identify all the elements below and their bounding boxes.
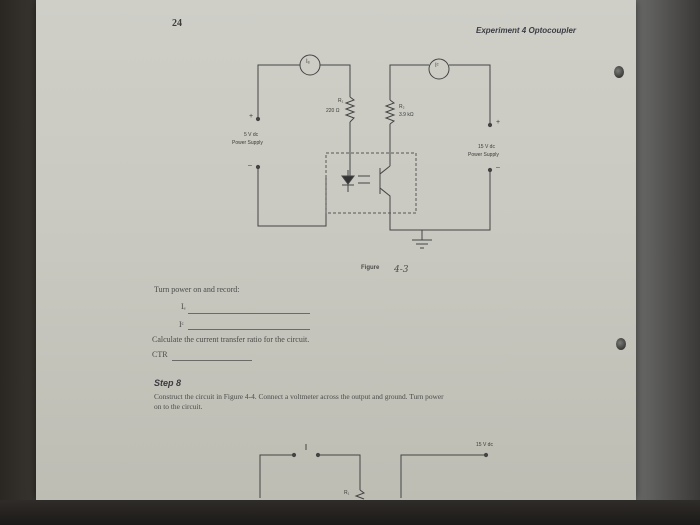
meter-input-current xyxy=(299,54,321,76)
figure-label: Figure xyxy=(361,265,380,271)
meter1-label: Iₑ xyxy=(306,59,310,65)
bottom-supply-voltage: 15 V dc xyxy=(476,442,493,448)
ic-answer-line[interactable] xyxy=(188,329,310,330)
ctr-instruction: Calculate the current transfer ratio for… xyxy=(152,335,310,344)
left-supply-voltage: 5 V dc xyxy=(244,132,259,138)
page-number: 24 xyxy=(172,18,182,29)
wire-right-top xyxy=(389,64,429,100)
optocoupler-package xyxy=(325,152,417,214)
if-label: Iₑ xyxy=(181,302,186,311)
bottom-r1-label: R₁ xyxy=(344,490,350,496)
bottom-resistor xyxy=(354,489,366,500)
r1-label: R₁ xyxy=(338,98,344,104)
desk-background-right xyxy=(630,0,700,525)
left-plus: + xyxy=(249,113,254,120)
wire-right-top2 xyxy=(449,64,491,125)
bottom-terminal-3 xyxy=(483,452,489,458)
binder-hole-middle xyxy=(616,338,626,350)
wire-left-top xyxy=(257,64,300,118)
desk-edge xyxy=(0,500,700,525)
terminal-right-bottom xyxy=(487,167,493,173)
bottom-terminal-2 xyxy=(315,452,321,458)
wire-left-bottom xyxy=(257,168,327,227)
right-plus: + xyxy=(496,119,501,126)
binder-hole-top xyxy=(614,66,624,78)
r2-value: 3.9 kΩ xyxy=(399,112,414,118)
r2-label: R₂ xyxy=(399,104,405,110)
wire-left-top2 xyxy=(320,64,351,97)
record-instruction: Turn power on and record: xyxy=(154,285,240,294)
ic-label: Iᶜ xyxy=(179,320,184,329)
led-diode xyxy=(341,175,355,185)
bottom-wire-left2 xyxy=(318,454,361,490)
resistor-r1 xyxy=(344,96,356,123)
ctr-answer-line[interactable] xyxy=(172,360,252,361)
step8-heading: Step 8 xyxy=(154,378,182,388)
step8-text-line1: Construct the circuit in Figure 4-4. Con… xyxy=(154,392,444,401)
if-answer-line[interactable] xyxy=(188,313,310,314)
meter2-label: Iᶜ xyxy=(435,63,439,69)
transistor-collector xyxy=(379,165,391,175)
ctr-label: CTR xyxy=(152,350,168,359)
meter-output-current xyxy=(428,58,450,80)
terminal-left-top xyxy=(255,116,261,122)
step8-text-line2: on to the circuit. xyxy=(154,402,203,411)
r1-value: 220 Ω xyxy=(326,108,340,114)
book-page: 24 Experiment 4 Optocoupler xyxy=(36,0,636,500)
optocoupler-circuit-figure xyxy=(255,54,493,500)
right-supply-voltage: 15 V dc xyxy=(478,144,495,150)
figure-number: 4-3 xyxy=(394,265,409,275)
bottom-wire-left xyxy=(259,454,294,498)
terminal-left-bottom xyxy=(255,164,261,170)
bottom-terminal-1 xyxy=(291,452,297,458)
right-minus: – xyxy=(496,164,500,171)
resistor-r2 xyxy=(384,99,396,125)
left-supply-name: Power Supply xyxy=(232,140,263,146)
wire-right-bottom xyxy=(389,170,491,231)
transistor-emitter xyxy=(379,187,391,212)
page-header: Experiment 4 Optocoupler xyxy=(476,26,577,35)
left-minus: – xyxy=(248,162,252,169)
terminal-right-top xyxy=(487,122,493,128)
bottom-wire-right xyxy=(400,454,486,498)
right-supply-name: Power Supply xyxy=(468,152,499,158)
